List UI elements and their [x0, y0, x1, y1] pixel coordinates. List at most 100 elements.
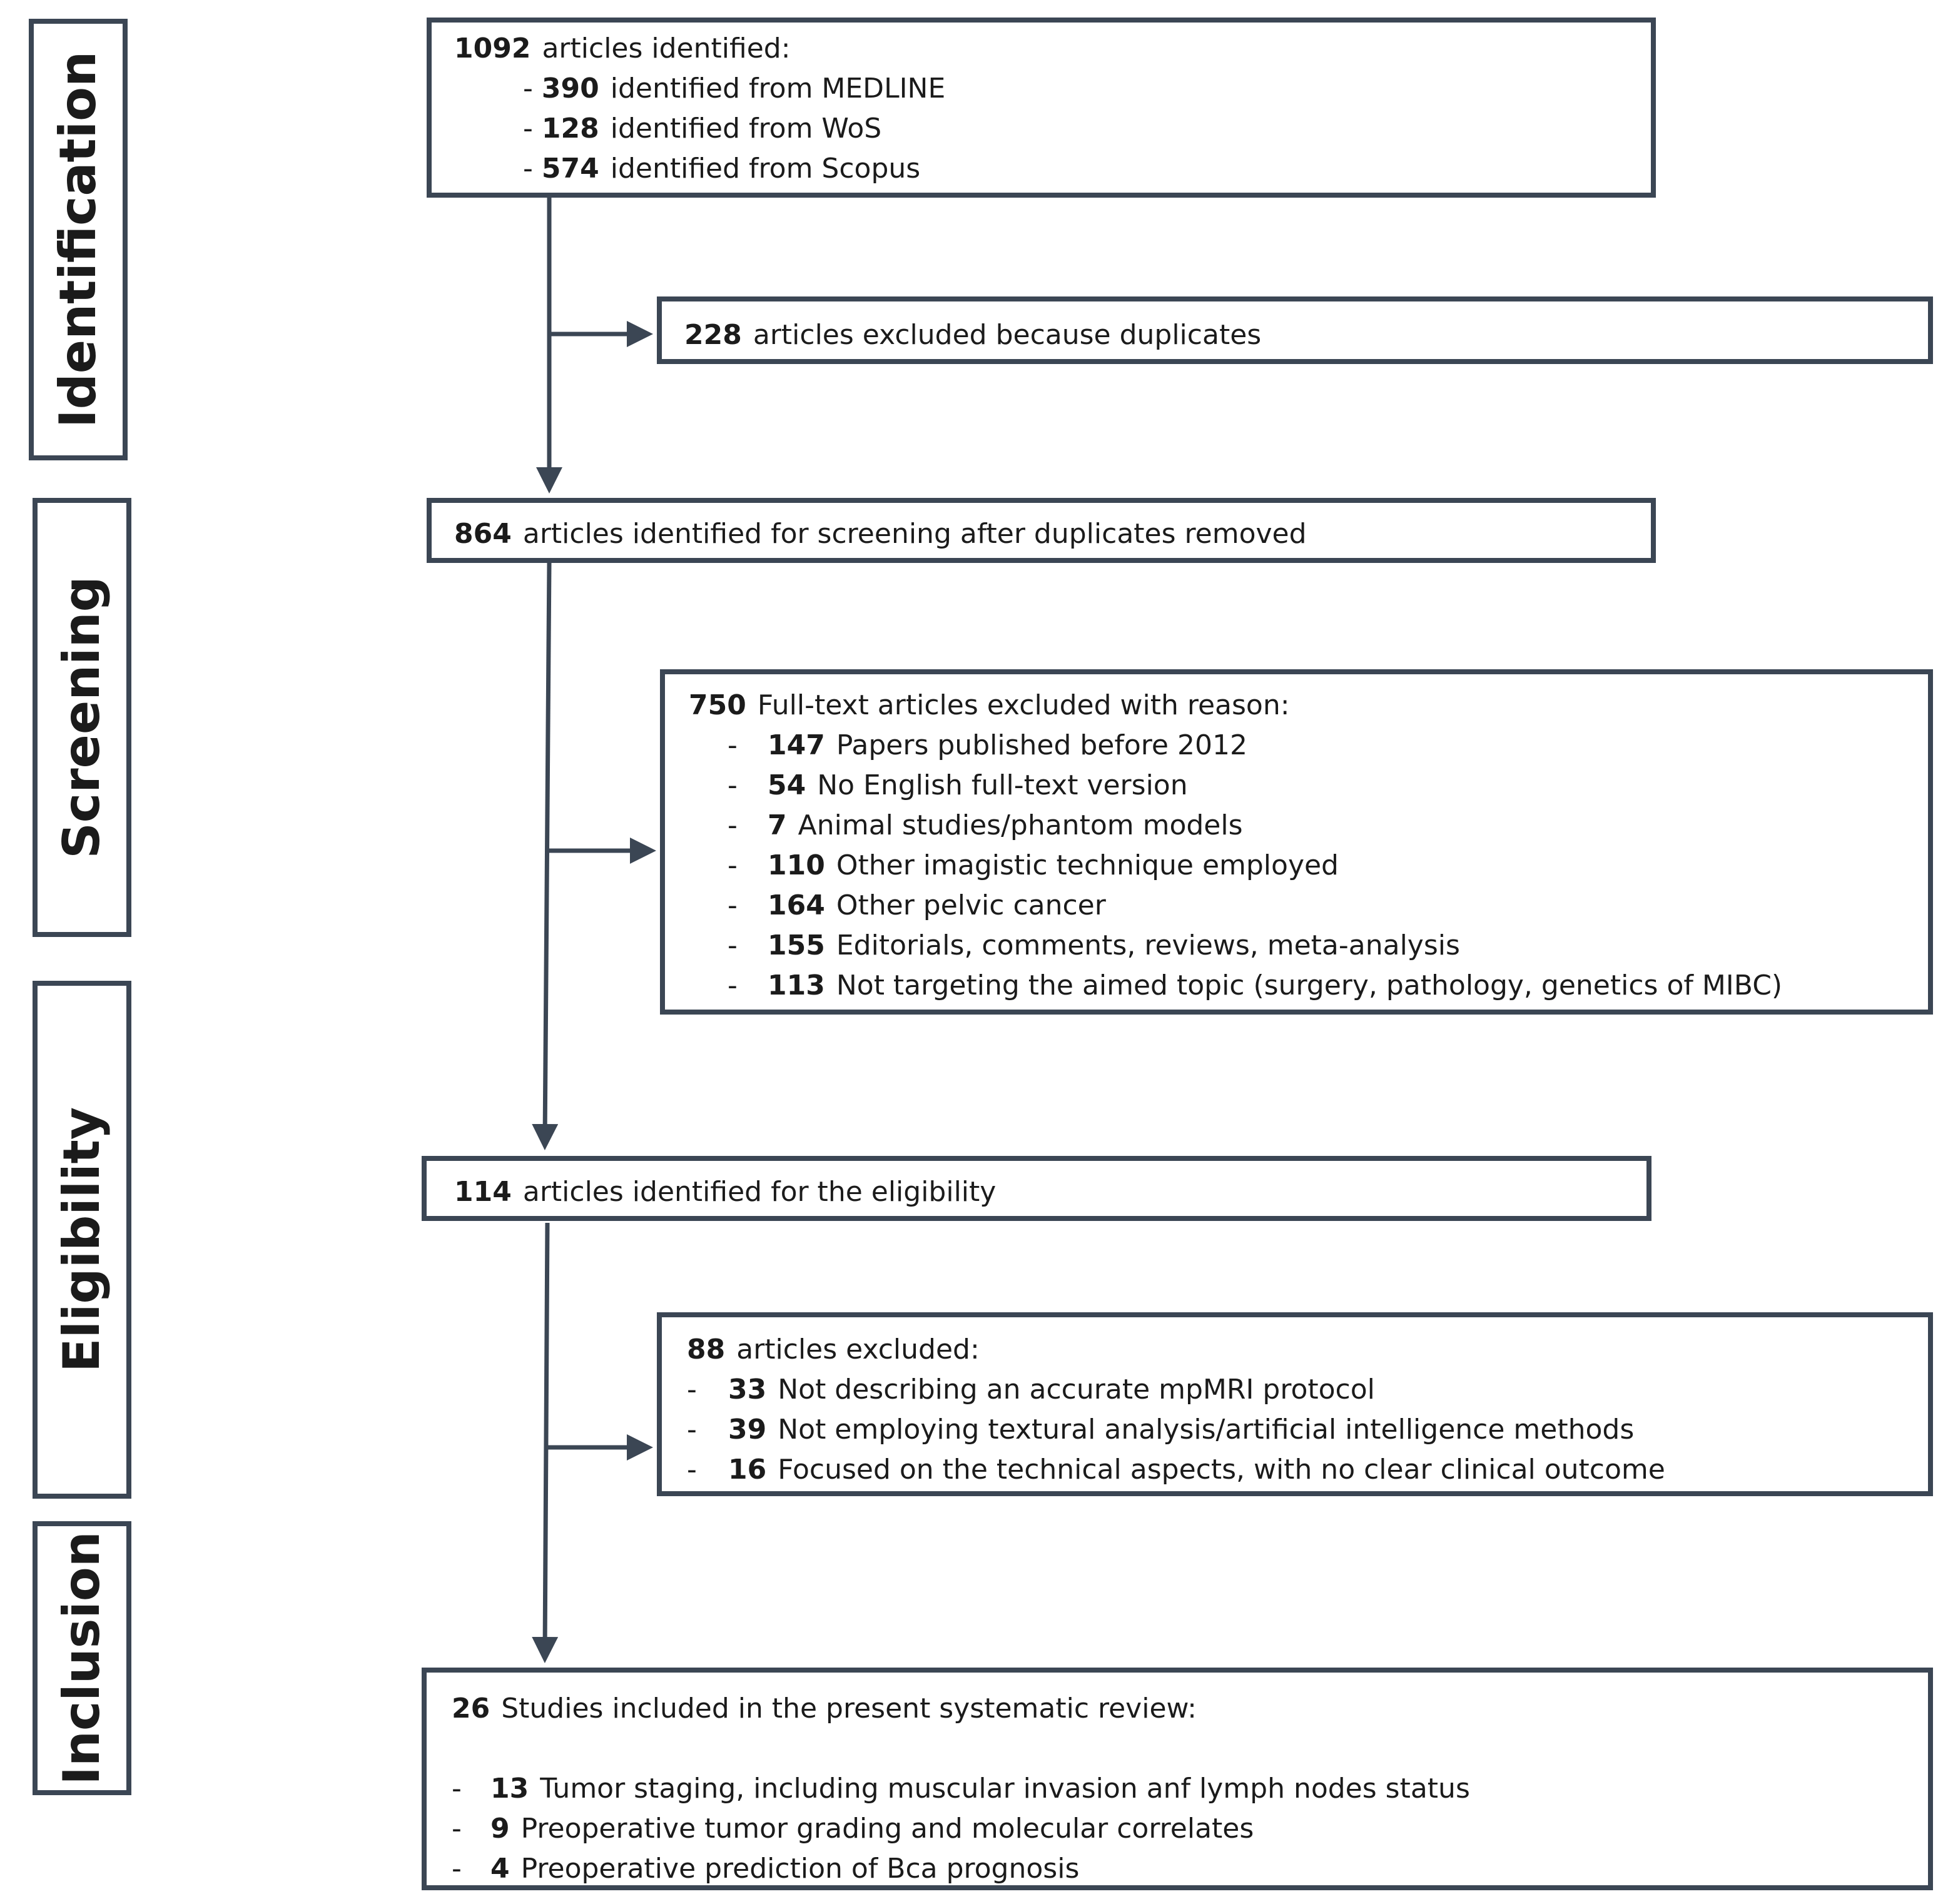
list-item-count: 110: [768, 849, 825, 881]
list-item: - 155 Editorials, comments, reviews, met…: [689, 926, 1928, 966]
screening-text: articles identified for screening after …: [522, 518, 1307, 550]
duplicates-count: 228: [684, 319, 742, 351]
list-item-text: Preoperative prediction of Bca prognosis: [520, 1853, 1080, 1885]
list-item: - 39 Not employing textural analysis/art…: [687, 1410, 1928, 1450]
list-item-count: 113: [768, 970, 825, 1001]
stage-eligibility: Eligibility: [33, 981, 131, 1499]
list-item-count: 164: [768, 889, 825, 921]
list-item-text: Animal studies/phantom models: [798, 809, 1243, 841]
list-item-text: Not targeting the aimed topic (surgery, …: [836, 970, 1783, 1001]
list-item-text: Not describing an accurate mpMRI protoco…: [778, 1374, 1375, 1405]
elig-excluded-box: 88 articles excluded: - 33 Not describin…: [657, 1312, 1933, 1496]
eligibility-box: 114 articles identified for the eligibil…: [422, 1156, 1651, 1221]
list-item-text: identified from Scopus: [610, 153, 921, 185]
list-item-text: Editorials, comments, reviews, meta-anal…: [836, 929, 1460, 961]
list-item: - 147 Papers published before 2012: [689, 726, 1928, 766]
list-item-count: 390: [541, 73, 599, 104]
list-dash: -: [452, 1813, 462, 1845]
identified-count: 1092: [454, 33, 531, 64]
list-item-text: Not employing textural analysis/artifici…: [778, 1414, 1635, 1446]
stage-identification: Identification: [29, 19, 128, 460]
list-item-text: identified from MEDLINE: [610, 73, 946, 104]
list-dash: -: [687, 1374, 697, 1405]
included-header: 26 Studies included in the present syste…: [452, 1689, 1928, 1729]
list-item-count: 13: [490, 1773, 529, 1805]
list-item: - 390 identified from MEDLINE: [454, 69, 1651, 109]
list-item: - 13 Tumor staging, including muscular i…: [452, 1769, 1928, 1809]
list-item-text: Tumor staging, including muscular invasi…: [540, 1773, 1470, 1805]
elig-excluded-text: articles excluded:: [736, 1334, 980, 1365]
identified-box: 1092 articles identified: - 390 identifi…: [427, 18, 1656, 198]
list-item-count: 39: [728, 1414, 767, 1446]
list-item-count: 9: [490, 1813, 510, 1845]
list-item: - 16 Focused on the technical aspects, w…: [687, 1450, 1928, 1490]
list-item-text: Papers published before 2012: [836, 729, 1247, 761]
list-item-count: 7: [768, 809, 787, 841]
stage-label-eligibility: Eligibility: [53, 1106, 111, 1373]
list-dash: -: [523, 113, 533, 144]
eligibility-count: 114: [454, 1176, 512, 1208]
list-item-count: 16: [728, 1454, 767, 1486]
identified-header: 1092 articles identified:: [454, 29, 1651, 69]
list-dash: -: [728, 849, 738, 881]
list-dash: -: [728, 970, 738, 1001]
screening-count: 864: [454, 518, 512, 550]
list-dash: -: [687, 1454, 697, 1486]
list-item: - 164 Other pelvic cancer: [689, 886, 1928, 926]
list-item-count: 155: [768, 929, 825, 961]
list-item-text: identified from WoS: [610, 113, 882, 144]
list-item: - 9 Preoperative tumor grading and molec…: [452, 1809, 1928, 1849]
spacer: [452, 1729, 1928, 1769]
stage-label-inclusion: Inclusion: [53, 1531, 111, 1785]
list-dash: -: [452, 1853, 462, 1885]
list-dash: -: [728, 729, 738, 761]
list-dash: -: [523, 73, 533, 104]
stage-label-identification: Identification: [49, 51, 107, 428]
list-item: - 33 Not describing an accurate mpMRI pr…: [687, 1370, 1928, 1410]
list-item-text: Preoperative tumor grading and molecular…: [520, 1813, 1254, 1845]
stage-label-screening: Screening: [53, 576, 111, 859]
list-dash: -: [728, 769, 738, 801]
list-dash: -: [728, 809, 738, 841]
list-item-count: 147: [768, 729, 825, 761]
list-dash: -: [523, 153, 533, 185]
screening-line: 864 articles identified for screening af…: [454, 514, 1651, 554]
list-item: - 7 Animal studies/phantom models: [689, 806, 1928, 846]
arrow-screening-to-eligibility: [532, 562, 559, 1150]
arrow-eligibility-to-included: [532, 1222, 559, 1663]
list-item: - 54 No English full-text version: [689, 766, 1928, 806]
list-item-text: Focused on the technical aspects, with n…: [778, 1454, 1665, 1486]
list-item-text: Other imagistic technique employed: [836, 849, 1339, 881]
eligibility-text: articles identified for the eligibility: [522, 1176, 997, 1208]
list-item-count: 4: [490, 1853, 510, 1885]
elig-excluded-count: 88: [687, 1334, 726, 1365]
list-dash: -: [728, 889, 738, 921]
list-dash: -: [728, 929, 738, 961]
screen-excluded-box: 750 Full-text articles excluded with rea…: [660, 669, 1933, 1015]
duplicates-text: articles excluded because duplicates: [753, 319, 1262, 351]
list-item-count: 33: [728, 1374, 767, 1405]
list-item: - 113 Not targeting the aimed topic (sur…: [689, 966, 1928, 1006]
eligibility-line: 114 articles identified for the eligibil…: [454, 1172, 1646, 1212]
elig-excluded-header: 88 articles excluded:: [687, 1330, 1928, 1370]
list-item: - 574 identified from Scopus: [454, 149, 1651, 189]
list-item-count: 574: [541, 153, 599, 185]
stage-inclusion: Inclusion: [33, 1521, 131, 1795]
duplicates-line: 228 articles excluded because duplicates: [684, 315, 1928, 355]
duplicates-box: 228 articles excluded because duplicates: [657, 296, 1933, 364]
screen-excluded-header: 750 Full-text articles excluded with rea…: [689, 686, 1928, 726]
list-item-count: 54: [768, 769, 806, 801]
stage-screening: Screening: [33, 498, 131, 937]
included-count: 26: [452, 1693, 490, 1724]
list-item: - 110 Other imagistic technique employed: [689, 846, 1928, 886]
list-item: - 4 Preoperative prediction of Bca progn…: [452, 1849, 1928, 1889]
list-item: - 128 identified from WoS: [454, 109, 1651, 149]
included-box: 26 Studies included in the present syste…: [422, 1668, 1933, 1890]
list-dash: -: [452, 1773, 462, 1805]
list-item-count: 128: [541, 113, 599, 144]
list-item-text: No English full-text version: [817, 769, 1188, 801]
screen-excluded-text: Full-text articles excluded with reason:: [757, 689, 1290, 721]
list-item-text: Other pelvic cancer: [836, 889, 1106, 921]
screen-excluded-count: 750: [689, 689, 746, 721]
